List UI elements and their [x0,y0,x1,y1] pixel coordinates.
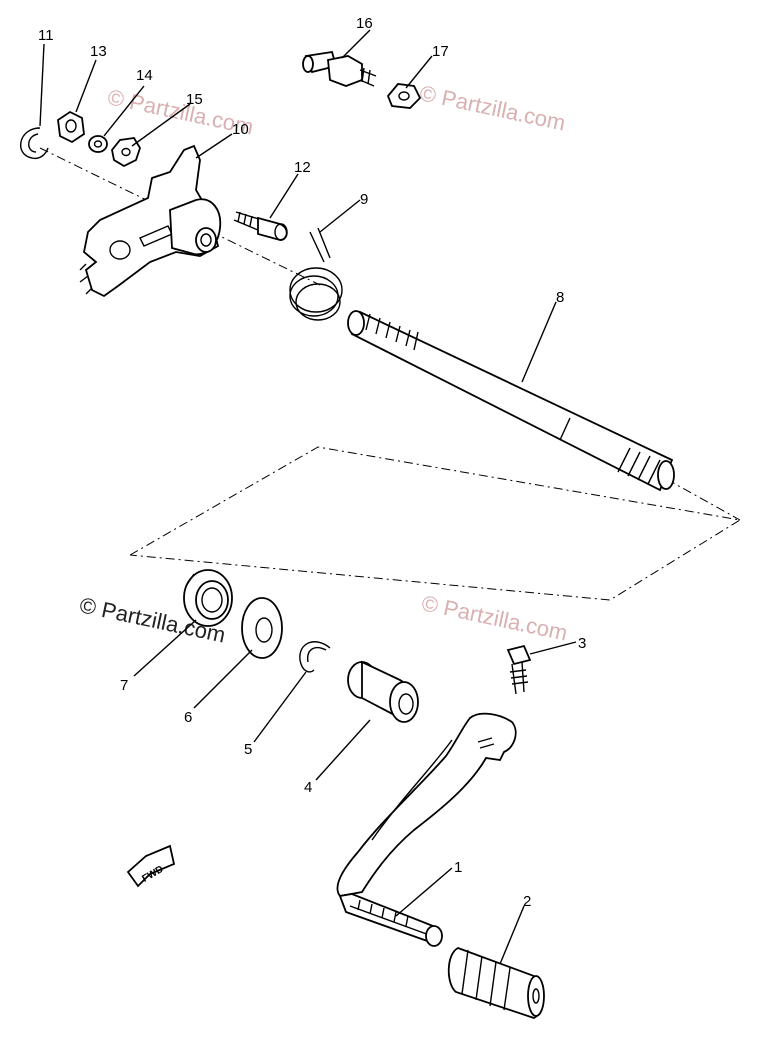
callout-15: 15 [186,91,203,108]
part-7-oil-seal [183,569,233,627]
part-6-washer [241,597,283,659]
callout-7: 7 [120,677,128,694]
part-11-circlip [19,127,49,160]
part-16-bolt [302,50,377,87]
callout-11: 11 [38,27,54,44]
callout-9: 9 [360,191,368,208]
part-10-shift-lever-plate [79,144,222,298]
callout-6: 6 [184,709,192,726]
callout-17: 17 [432,43,449,60]
part-4-collar [347,660,419,723]
callout-12: 12 [294,159,311,176]
callout-10: 10 [232,121,249,138]
leader-lines [39,29,577,965]
part-8-shift-shaft [347,310,675,492]
callout-1: 1 [454,859,462,876]
callout-2: 2 [523,893,531,910]
part-5-circlip [299,641,331,673]
part-3-bolt [506,644,532,695]
callout-13: 13 [90,43,107,60]
callout-5: 5 [244,741,252,758]
part-17-washer [386,83,422,109]
callout-8: 8 [556,289,564,306]
part-15-tab-washer [111,137,141,168]
part-13-nut [57,110,85,144]
fwd-arrow-icon: FWD [126,844,176,888]
callout-3: 3 [578,635,586,652]
part-14-washer [88,135,108,153]
part-2-pedal-rubber [447,947,545,1019]
part-9-spring [289,227,343,321]
callout-16: 16 [356,15,373,32]
callout-4: 4 [304,779,312,796]
part-12-bolt [233,211,288,241]
callout-14: 14 [136,67,153,84]
part-1-shift-pedal [336,712,517,947]
callout-numbers: 1 2 3 4 5 6 7 8 9 10 11 12 13 14 15 16 1… [38,15,586,910]
